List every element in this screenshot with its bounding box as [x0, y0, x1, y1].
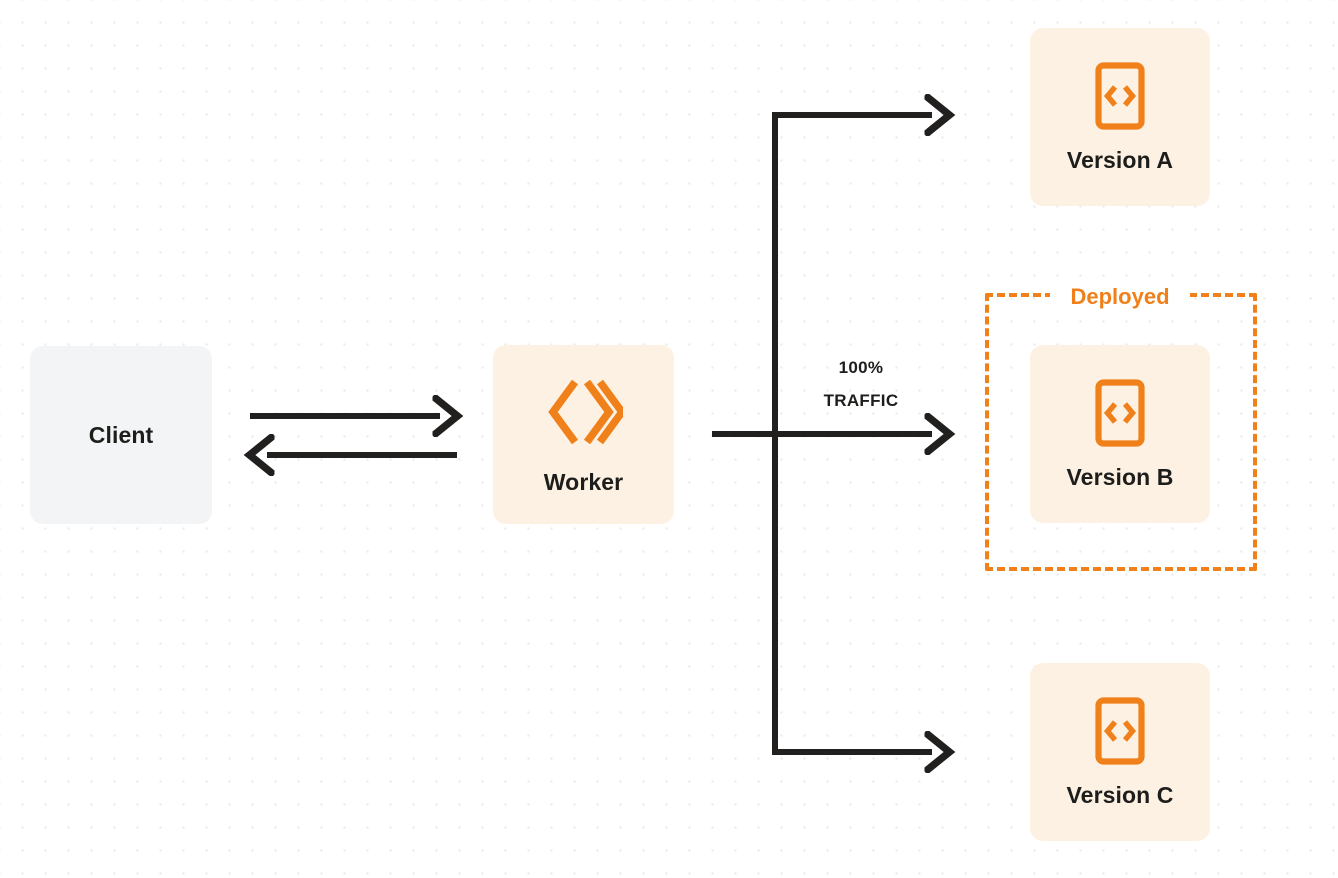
traffic-percent: 100%: [838, 358, 884, 377]
traffic-label: 100% TRAFFIC: [786, 351, 936, 417]
cloudflare-workers-logo-icon: [545, 373, 627, 451]
node-version-c[interactable]: Version C: [1030, 663, 1210, 841]
node-version-b[interactable]: Version B: [1030, 345, 1210, 523]
node-worker-label: Worker: [543, 469, 624, 495]
node-worker[interactable]: Worker: [493, 345, 674, 524]
traffic-unit: TRAFFIC: [823, 391, 899, 411]
code-file-icon: [1094, 696, 1146, 766]
node-client-label: Client: [88, 421, 154, 448]
node-version-a-label: Version A: [1066, 146, 1174, 173]
code-file-icon: [1094, 378, 1146, 448]
node-client[interactable]: Client: [30, 346, 212, 524]
node-version-c-label: Version C: [1066, 781, 1174, 808]
code-file-icon: [1094, 61, 1146, 131]
node-version-a[interactable]: Version A: [1030, 28, 1210, 206]
deployed-group-label: Deployed: [1070, 284, 1170, 309]
node-version-b-label: Version B: [1066, 463, 1174, 490]
deployed-label-background: [1050, 283, 1190, 307]
